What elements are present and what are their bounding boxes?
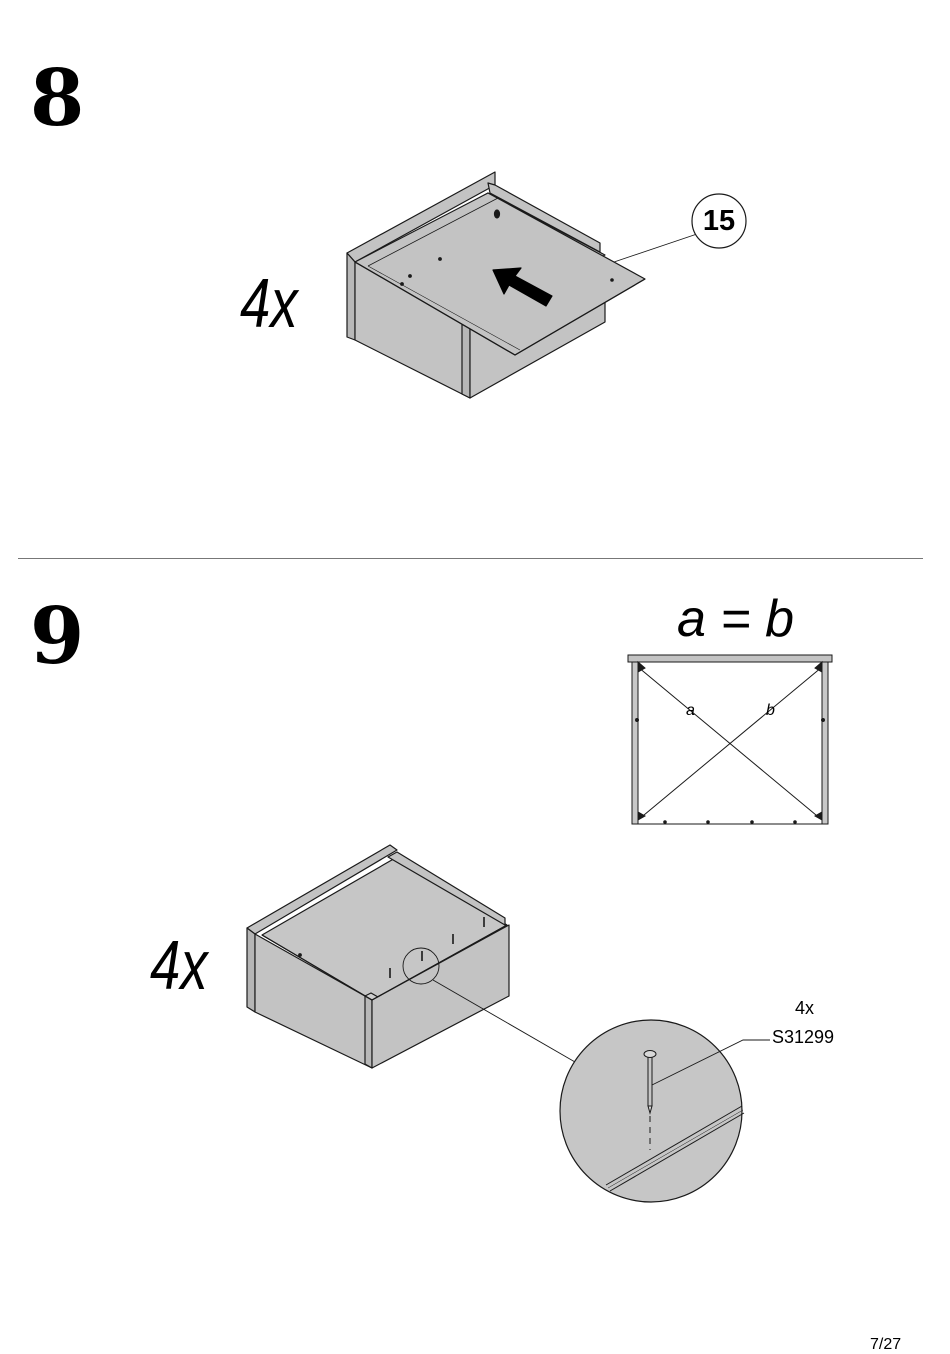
- diagonal-check-diagram: [628, 655, 832, 824]
- step-9-drawer-illustration: [247, 845, 575, 1068]
- drawer-front-panel: [462, 322, 470, 398]
- nail-detail-magnifier: [560, 1020, 770, 1202]
- step-9-quantity: 4x: [150, 930, 208, 1000]
- step-8-drawer-illustration: [347, 172, 697, 398]
- diagonal-b-label: b: [766, 702, 775, 720]
- hardware-quantity: 4x: [795, 998, 814, 1019]
- part-15-callout-label: 15: [692, 205, 746, 237]
- diagonal-a-label: a: [686, 702, 695, 720]
- step-9-number: 9: [30, 598, 82, 676]
- nail-icon: [644, 1051, 656, 1058]
- hardware-code: S31299: [772, 1027, 834, 1048]
- page-number: 7/27: [870, 1336, 901, 1354]
- step-divider: [18, 558, 923, 559]
- diagonal-rule-label: a = b: [677, 593, 794, 645]
